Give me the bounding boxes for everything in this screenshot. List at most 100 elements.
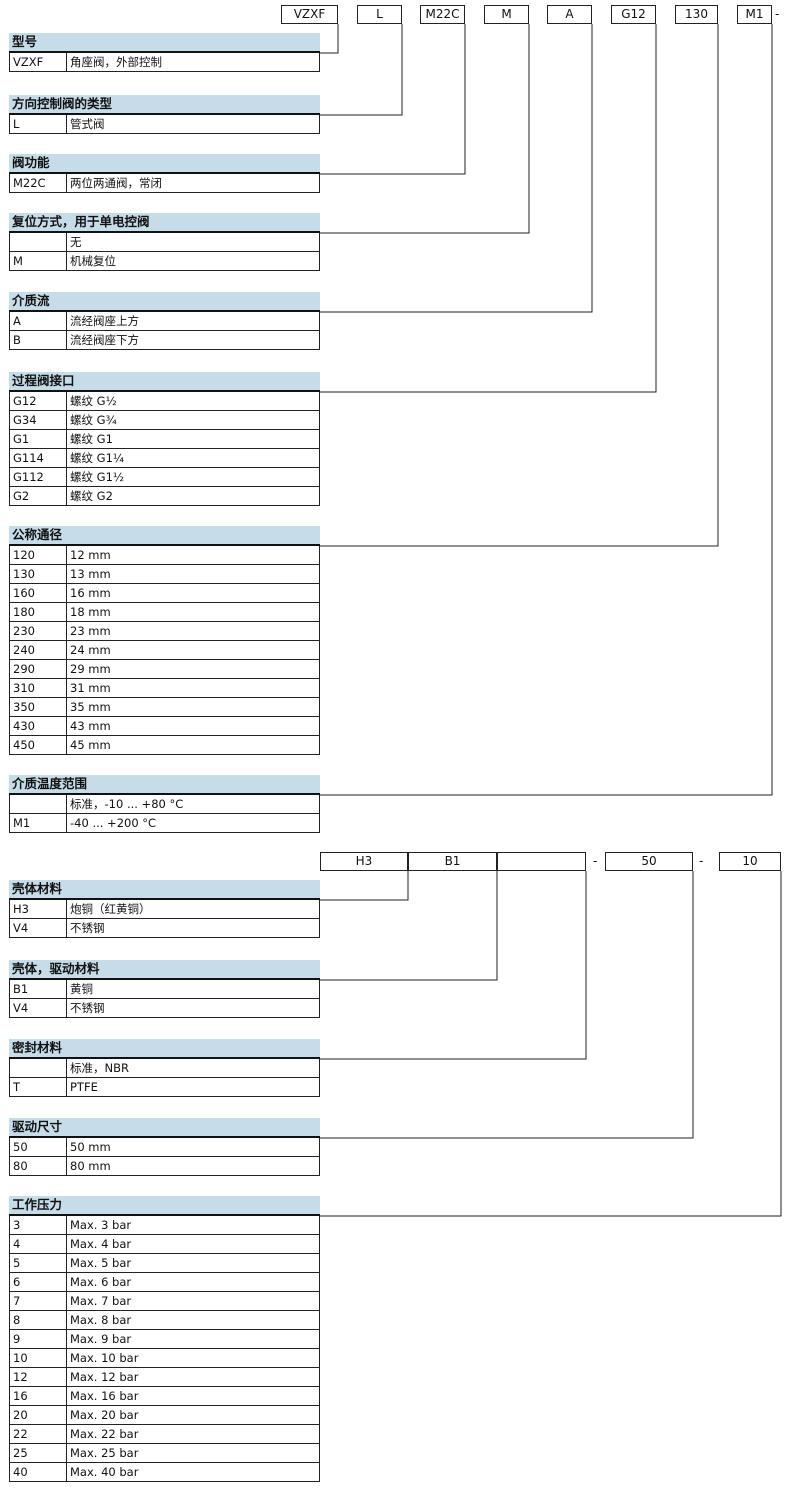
option-description: 流经阀座下方 [70,333,139,347]
option-description: Max. 4 bar [70,1237,132,1251]
option-description: 螺纹 G¾ [70,413,117,427]
option-description: 不锈钢 [70,921,105,935]
option-code: VZXF [10,53,67,71]
option-description: Max. 8 bar [70,1313,132,1327]
option-code: M1 [10,814,67,832]
connector-line [320,24,593,313]
code-segment-box: 10 [719,852,781,871]
option-description: 无 [70,235,82,249]
option-description: Max. 25 bar [70,1446,139,1460]
code-segment-box: 130 [675,5,718,24]
connector-line [320,24,773,796]
option-code: 230 [10,622,67,640]
connector-line [320,871,409,901]
option-group-title: 过程阀接口 [9,372,320,392]
connector-line [320,871,782,1217]
code-segment-box [497,852,586,871]
option-description: 29 mm [70,662,111,676]
option-group-title: 密封材料 [9,1039,320,1059]
option-group-title: 壳体材料 [9,880,320,900]
option-code: V4 [10,999,67,1017]
code-segment-box: VZXF [281,5,338,24]
code-separator-dash: - [699,854,704,868]
option-group-title: 复位方式，用于单电控阀 [9,213,320,233]
option-code: 10 [10,1349,67,1367]
option-description: 80 mm [70,1159,111,1173]
option-group-title: 阀功能 [9,154,320,174]
option-code: 310 [10,679,67,697]
connector-line [320,871,498,981]
option-description: 螺纹 G1¼ [70,451,125,465]
code-segment-box: M1 [737,5,772,24]
option-code: G12 [10,392,67,410]
option-code: 130 [10,565,67,583]
option-code: 22 [10,1425,67,1443]
option-description: 标准，-10 ... +80 °C [70,797,184,811]
option-code: 16 [10,1387,67,1405]
connector-line [320,24,657,393]
option-code: G112 [10,468,67,486]
option-description: 管式阀 [70,117,105,131]
option-code: B1 [10,980,67,998]
option-description: 黄铜 [70,982,93,996]
code-segment-box: B1 [408,852,497,871]
option-description: 螺纹 G2 [70,489,113,503]
option-code: 7 [10,1292,67,1310]
code-segment-box: G12 [611,5,656,24]
option-description: 角座阀，外部控制 [70,55,162,69]
code-separator-dash: - [593,854,598,868]
code-segment-box: A [547,5,592,24]
option-code: M22C [10,174,67,192]
option-code: 4 [10,1235,67,1253]
code-segment-box: M22C [420,5,465,24]
option-description: 13 mm [70,567,111,581]
option-code: 240 [10,641,67,659]
option-code [10,233,67,251]
option-description: 流经阀座上方 [70,314,139,328]
option-description: 炮铜（红黄铜） [70,902,151,916]
option-description: Max. 6 bar [70,1275,132,1289]
option-group-title: 介质温度范围 [9,775,320,795]
option-code: M [10,252,67,270]
option-code: B [10,331,67,349]
option-code: 50 [10,1138,67,1156]
option-description: 螺纹 G½ [70,394,117,408]
option-description: -40 ... +200 °C [70,816,157,830]
option-description: Max. 3 bar [70,1218,132,1232]
option-code: 290 [10,660,67,678]
code-separator-dash: - [775,7,780,21]
option-group-title: 驱动尺寸 [9,1118,320,1138]
option-description: Max. 22 bar [70,1427,139,1441]
